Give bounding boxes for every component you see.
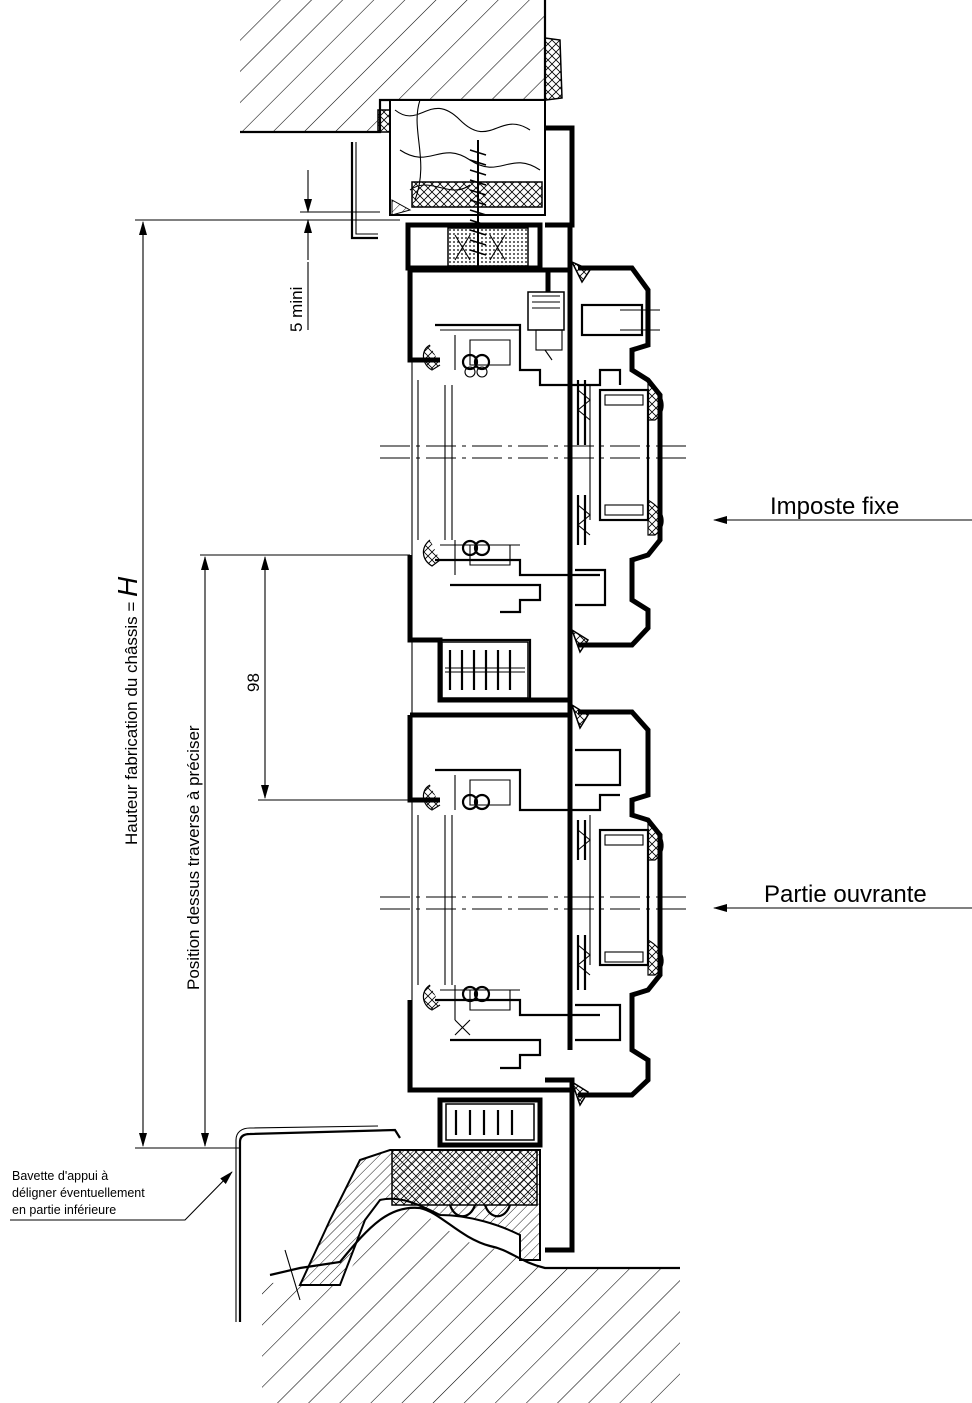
dimension-H: Hauteur fabrication du châssis = H xyxy=(112,219,300,1149)
bottom-rail xyxy=(407,1000,590,1148)
sash-profiles xyxy=(422,323,622,1070)
dimension-5mini: 5 mini xyxy=(287,170,400,332)
dim-98-label: 98 xyxy=(244,673,263,692)
bavette-line2: déligner éventuellement xyxy=(12,1186,145,1200)
top-flashing xyxy=(350,142,378,240)
dimension-position: Position dessus traverse à préciser xyxy=(184,554,410,1147)
glazing-lines xyxy=(411,270,591,1090)
callout-ouvrante: Partie ouvrante xyxy=(713,881,972,912)
bavette-line3: en partie inférieure xyxy=(12,1203,116,1217)
sill-wall xyxy=(262,1206,680,1403)
outer-frame-profile xyxy=(545,125,575,1253)
callout-bavette: Bavette d'appui à déligner éventuellemen… xyxy=(10,1169,233,1221)
dimension-98: 98 xyxy=(244,556,430,801)
ouvrante-label: Partie ouvrante xyxy=(764,881,927,908)
bavette-line1: Bavette d'appui à xyxy=(12,1169,108,1183)
sill-block xyxy=(298,1149,541,1286)
dim-hauteur-label: Hauteur fabrication du châssis = H xyxy=(112,576,143,845)
exterior-cladding-top xyxy=(527,265,664,648)
top-wood-frame xyxy=(389,99,546,268)
dim-hauteur-symbol: H xyxy=(112,576,143,597)
imposte-lower-rail xyxy=(407,555,607,703)
sill-flashing xyxy=(238,1128,401,1322)
break-lines xyxy=(380,445,690,910)
imposte-label: Imposte fixe xyxy=(770,493,899,520)
transom-rail xyxy=(407,703,590,803)
dim-position-label: Position dessus traverse à préciser xyxy=(184,725,203,990)
top-rail xyxy=(405,222,592,363)
dim-5mini-label: 5 mini xyxy=(287,287,306,332)
exterior-cladding-bottom xyxy=(575,709,664,1098)
callout-imposte: Imposte fixe xyxy=(713,493,972,524)
